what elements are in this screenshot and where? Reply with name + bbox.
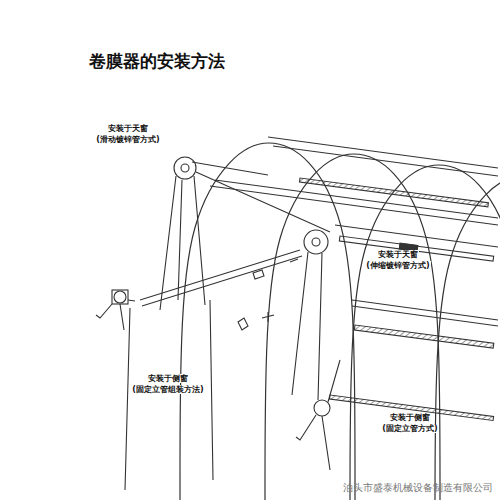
arch-frame bbox=[435, 176, 500, 500]
arches bbox=[180, 143, 500, 500]
watermark: 泊头市盛泰机械设备制造有限公司 bbox=[342, 482, 494, 494]
method-label: (滑动镀锌管方式) bbox=[95, 135, 160, 144]
method-label: (固定立管组装方法) bbox=[131, 385, 204, 394]
title: 卷膜器的安装方法 bbox=[88, 52, 226, 72]
roller-devices bbox=[96, 157, 340, 490]
method-label: (固定立管方式) bbox=[381, 424, 438, 433]
location-label: 安装于侧窗 bbox=[389, 413, 431, 422]
arch-frame bbox=[350, 165, 500, 500]
location-label: 安装于侧窗 bbox=[147, 374, 189, 383]
method-label: (伸缩镀锌管方式) bbox=[365, 261, 430, 270]
location-label: 安装于天窗 bbox=[377, 250, 419, 259]
arch-frame bbox=[180, 143, 355, 500]
location-label: 安装于天窗 bbox=[107, 124, 149, 133]
arch-frame bbox=[265, 154, 440, 500]
